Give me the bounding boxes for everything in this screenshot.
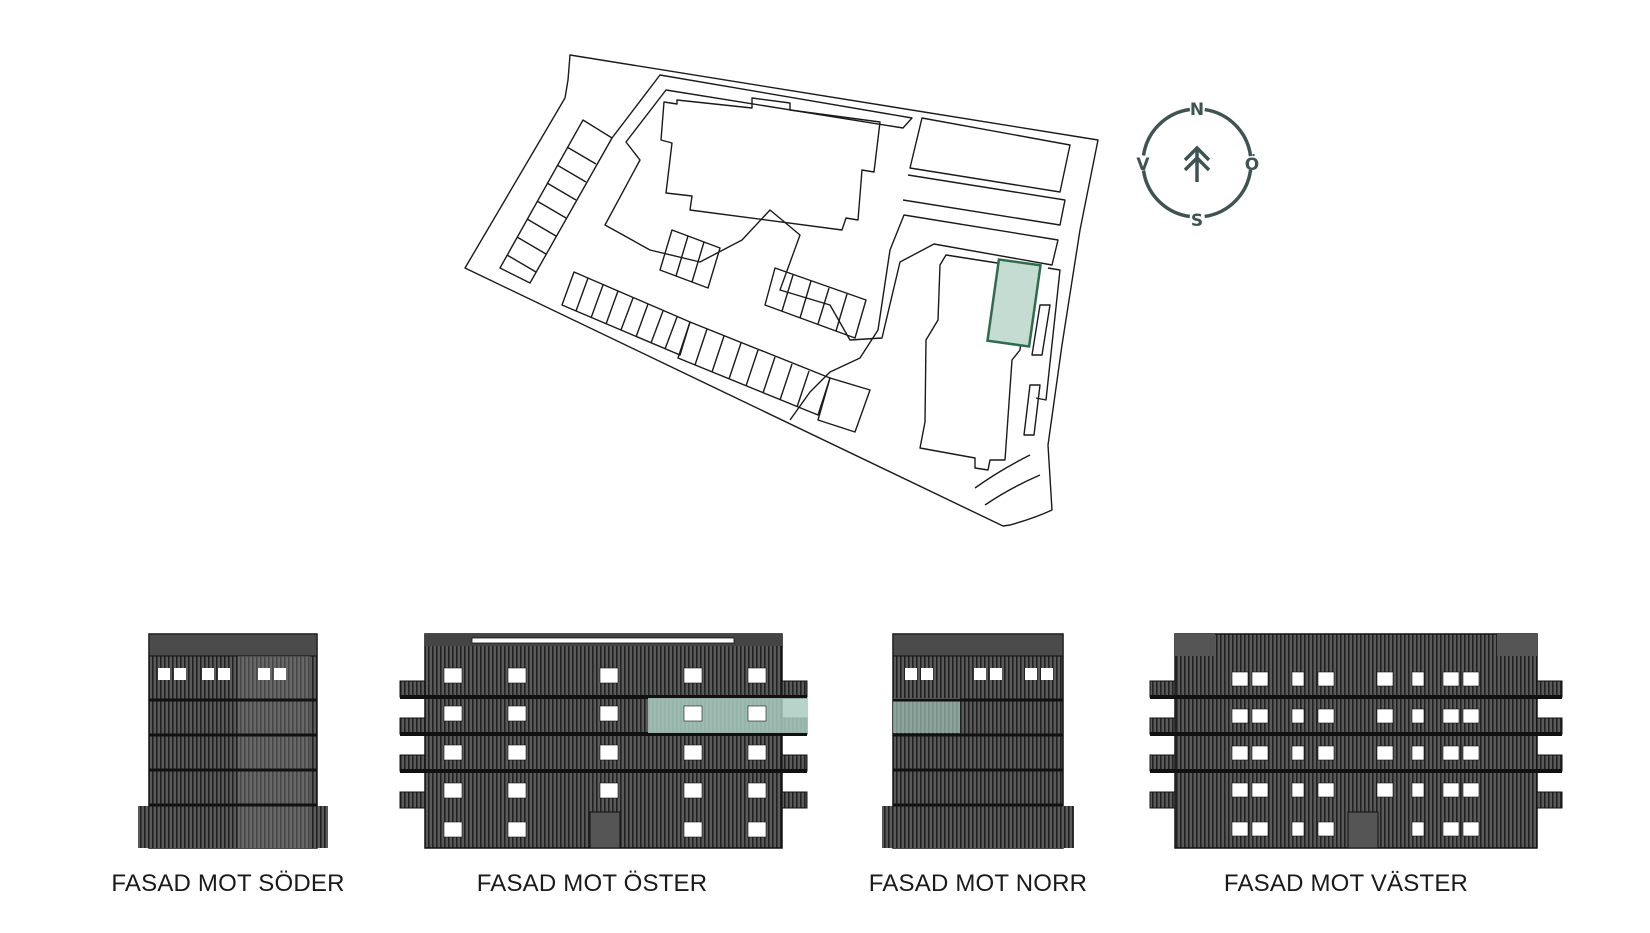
- side-path-east: [1035, 267, 1061, 401]
- facade-east-label: FASAD MOT ÖSTER: [476, 870, 708, 897]
- parking-mid-2: [764, 267, 867, 339]
- facade-east-entrance: [589, 811, 621, 849]
- facade-east: [399, 633, 808, 849]
- road-south-east: [974, 454, 1041, 506]
- parking-west-stalls: [506, 146, 597, 273]
- strip-north-east: [902, 174, 1066, 226]
- compass-west-label: V: [1136, 155, 1150, 175]
- selected-apartment-marker: [986, 258, 1042, 348]
- facade-north-highlight: [893, 698, 960, 733]
- shed-south: [817, 377, 871, 433]
- facade-north: [882, 633, 1074, 849]
- parking-south-1-stalls: [575, 277, 678, 350]
- courtyard-path: [604, 74, 1059, 421]
- parking-west: [499, 119, 613, 284]
- facade-west: [1149, 633, 1563, 849]
- plot-boundary: [464, 54, 1099, 527]
- facade-west-entrance: [1347, 811, 1379, 849]
- parking-south-2: [677, 321, 831, 416]
- site-plan: [464, 54, 1099, 527]
- facade-north-label: FASAD MOT NORR: [868, 870, 1088, 897]
- facade-east-highlight: [648, 698, 808, 733]
- side-strip-1: [1031, 304, 1051, 356]
- compass-north-label: N: [1190, 100, 1204, 120]
- facade-south-label: FASAD MOT SÖDER: [111, 870, 345, 897]
- facade-south: [138, 633, 328, 849]
- parking-south-2-stalls: [694, 328, 810, 408]
- building-1: [660, 97, 881, 231]
- parking-south-1: [561, 271, 691, 356]
- building-2: [909, 117, 1071, 193]
- side-strip-2: [1023, 384, 1041, 436]
- facade-west-label: FASAD MOT VÄSTER: [1223, 870, 1469, 897]
- compass: [1141, 107, 1253, 219]
- compass-east-label: Ö: [1245, 153, 1259, 175]
- compass-south-label: S: [1191, 211, 1203, 231]
- compass-arrow-icon: [1183, 145, 1211, 182]
